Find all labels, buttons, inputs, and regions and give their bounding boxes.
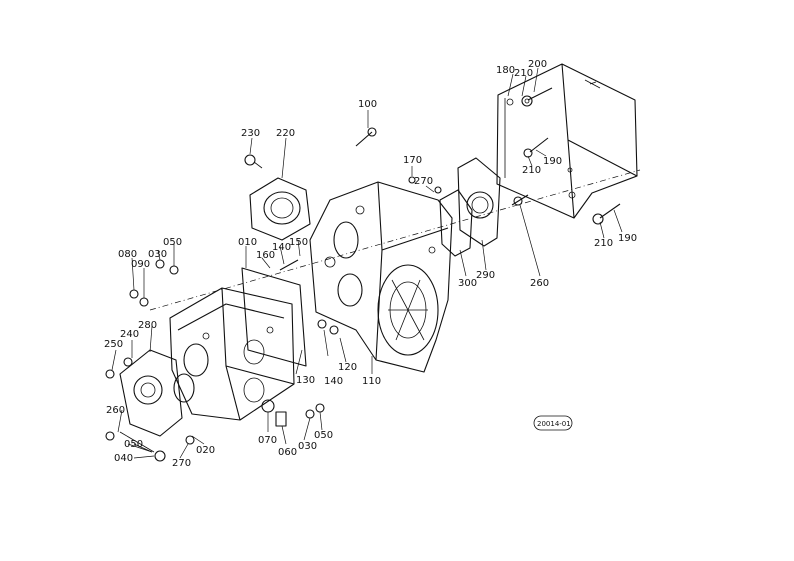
part-label: 100 (358, 99, 377, 110)
part-label: 030 (148, 249, 167, 260)
part-label: 270 (172, 458, 191, 469)
part-label: 260 (530, 278, 549, 289)
part-label: 050 (163, 237, 182, 248)
bolt-200 (521, 87, 553, 107)
part-label: 290 (476, 270, 495, 281)
part-label: 260 (106, 405, 125, 416)
part-label: 230 (241, 128, 260, 139)
part-label: 020 (196, 445, 215, 456)
part-label: 040 (114, 453, 133, 464)
part-label: 070 (258, 435, 277, 446)
part-label: 110 (362, 376, 381, 387)
part-label: 200 (528, 59, 547, 70)
part-label: 120 (338, 362, 357, 373)
part-label: 160 (256, 250, 275, 261)
part-label: 030 (298, 441, 317, 452)
flange-housing-220 (249, 177, 311, 241)
part-label: 130 (296, 375, 315, 386)
part-label: 210 (514, 68, 533, 79)
part-label: 050 (124, 439, 143, 450)
reference-stamp: 20014-01 (533, 415, 573, 431)
bolt-190-lower (592, 203, 621, 225)
part-label: 240 (120, 329, 139, 340)
part-label: 210 (594, 238, 613, 249)
center-line (149, 169, 641, 311)
bolt-190-upper (523, 137, 549, 158)
part-label: 140 (324, 376, 343, 387)
gasket-010 (241, 267, 307, 367)
front-gear-case-020 (169, 287, 295, 421)
part-label: 060 (278, 447, 297, 458)
part-label: 010 (238, 237, 257, 248)
part-label: 270 (414, 176, 433, 187)
part-label: 190 (618, 233, 637, 244)
part-label: 190 (543, 156, 562, 167)
leader-lines (111, 67, 623, 459)
hardware-bottom (261, 399, 325, 427)
part-label: 140 (272, 242, 291, 253)
part-label: 080 (118, 249, 137, 260)
rear-cover-housing (496, 63, 638, 219)
hardware-mid (279, 176, 442, 335)
part-label: 090 (131, 259, 150, 270)
part-label: 210 (522, 165, 541, 176)
part-labels: 100 180 210 200 230 220 170 270 210 190 … (104, 59, 637, 469)
part-label: 220 (276, 128, 295, 139)
hardware-left (105, 259, 195, 462)
bolt-230 (244, 154, 263, 169)
bolt-100 (355, 127, 377, 147)
part-label: 300 (458, 278, 477, 289)
part-label: 250 (104, 339, 123, 350)
front-cover-280 (119, 349, 183, 437)
transmission-case-110 (309, 181, 453, 373)
part-label: 050 (314, 430, 333, 441)
bearing-plate-290 (439, 157, 501, 257)
stamp-text: 20014-01 (537, 420, 571, 428)
part-label: 180 (496, 65, 515, 76)
part-label: 170 (403, 155, 422, 166)
part-label: 150 (289, 237, 308, 248)
bolt-260-right (511, 194, 529, 206)
part-label: 280 (138, 320, 157, 331)
